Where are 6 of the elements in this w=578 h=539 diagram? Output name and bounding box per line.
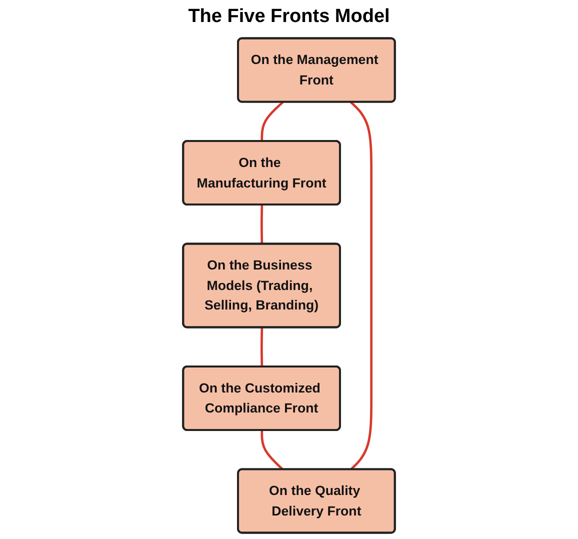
connector	[260, 430, 284, 470]
connector	[350, 101, 373, 470]
diagram-title: The Five Fronts Model	[188, 6, 390, 28]
connector	[260, 204, 264, 244]
connector	[260, 328, 264, 367]
connector	[260, 101, 284, 142]
